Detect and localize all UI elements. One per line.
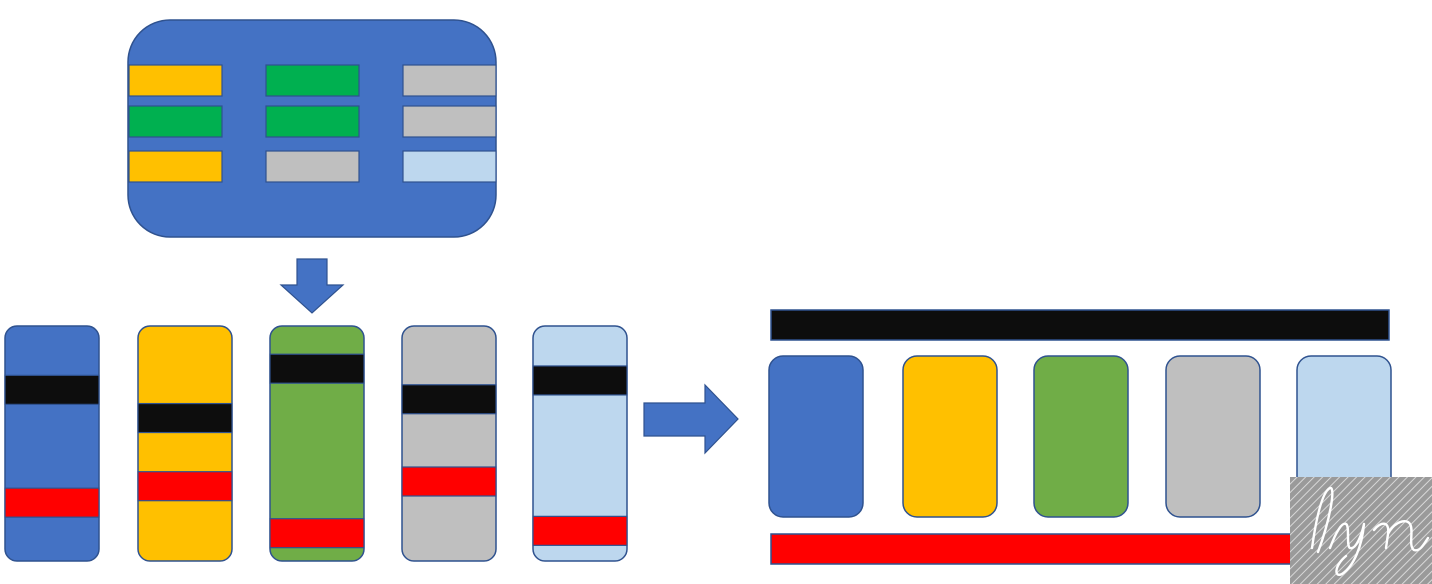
source-cell — [402, 105, 497, 138]
signature-watermark-icon — [1290, 477, 1432, 584]
result-box — [1033, 355, 1129, 518]
result-box — [768, 355, 864, 518]
column-black-band — [137, 402, 233, 434]
source-cell — [128, 150, 223, 183]
column-black-band — [401, 384, 497, 415]
column-strip — [4, 325, 100, 562]
column-red-band — [269, 518, 365, 549]
result-box — [902, 355, 998, 518]
source-cell — [402, 64, 497, 97]
column-black-band — [4, 374, 100, 405]
column-red-band — [532, 515, 628, 546]
column-body — [401, 325, 497, 562]
column-body — [137, 325, 233, 562]
result-bottom-band — [770, 533, 1390, 565]
result-boxes — [768, 355, 1392, 518]
source-cell — [128, 64, 223, 97]
column-strip — [137, 325, 233, 562]
source-cell — [402, 150, 497, 183]
column-black-band — [532, 365, 628, 396]
column-red-band — [4, 487, 100, 518]
column-strips — [4, 325, 628, 562]
down-arrow-icon — [279, 258, 345, 314]
column-red-band — [401, 466, 497, 497]
column-black-band — [269, 353, 365, 384]
source-cell — [265, 105, 360, 138]
source-grid — [128, 64, 497, 183]
column-body — [4, 325, 100, 562]
source-cell — [265, 150, 360, 183]
right-arrow-icon — [643, 383, 739, 455]
column-strip — [269, 325, 365, 562]
column-strip — [401, 325, 497, 562]
result-box — [1165, 355, 1261, 518]
column-body — [269, 325, 365, 562]
source-cell — [265, 64, 360, 97]
source-cell — [128, 105, 223, 138]
source-container — [127, 19, 497, 238]
result-top-band — [770, 309, 1390, 341]
column-strip — [532, 325, 628, 562]
column-red-band — [137, 471, 233, 502]
result-assembly — [768, 309, 1392, 565]
